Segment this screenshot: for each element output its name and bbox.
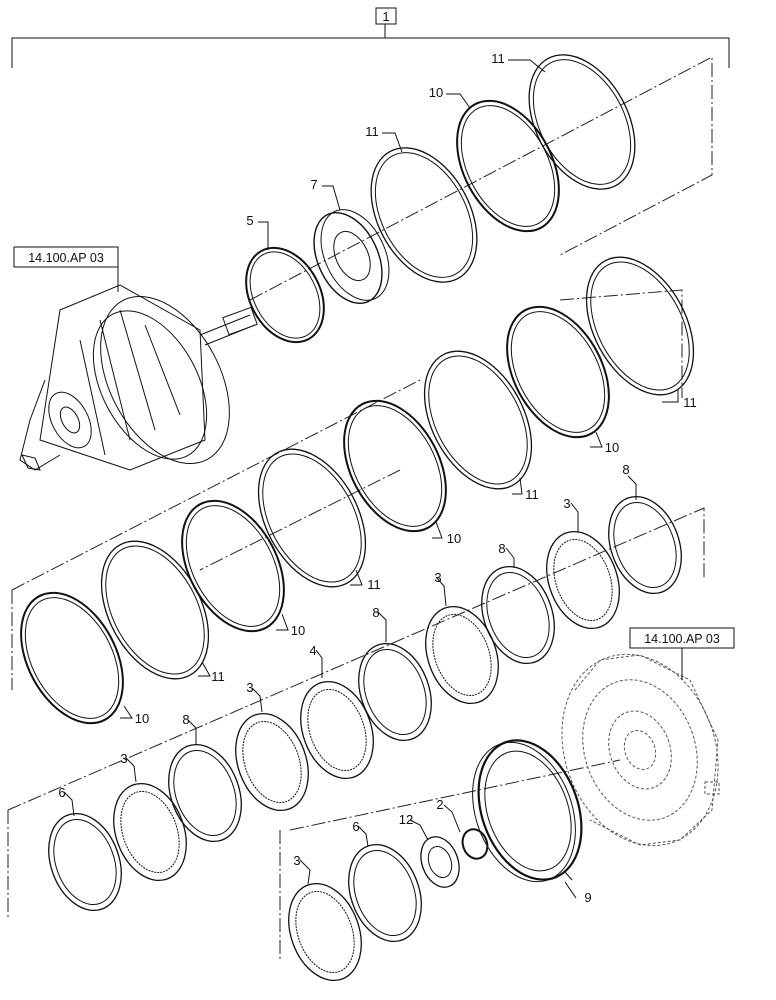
callout-3-a: 3 <box>563 496 570 511</box>
reference-label-bottom: 14.100.AP 03 <box>644 632 720 646</box>
part-10-disc-row3-b <box>181 499 285 633</box>
part-4-disc <box>300 680 374 780</box>
callout-3-b: 3 <box>434 570 441 585</box>
callout-4: 4 <box>309 643 316 658</box>
reference-label-top: 14.100.AP 03 <box>28 251 104 265</box>
part-7-piston <box>313 209 390 305</box>
callout-10-right2: 10 <box>447 531 461 546</box>
part-6-plate-bottom <box>348 843 422 943</box>
callout-6-b: 6 <box>352 819 359 834</box>
callout-8-c: 8 <box>372 605 379 620</box>
callout-5: 5 <box>246 213 253 228</box>
reference-housing-top: 14.100.AP 03 <box>13 246 119 292</box>
callout-10-top: 10 <box>429 85 443 100</box>
part-2-retaining-ring <box>461 828 489 860</box>
callout-11-left: 11 <box>211 669 225 684</box>
part-10-disc-row2-b <box>506 305 610 439</box>
callout-11-right3: 11 <box>367 577 381 592</box>
callout-8-b: 8 <box>498 541 505 556</box>
part-10-disc-row3-a <box>20 591 124 725</box>
callout-11-mid: 11 <box>365 124 379 139</box>
part-3-disc-row4-a <box>235 712 309 812</box>
leader-lines <box>63 59 679 885</box>
callout-8-d: 8 <box>182 712 189 727</box>
callout-12: 12 <box>399 812 413 827</box>
part-10-disc-row2-a <box>343 399 447 533</box>
part-10-disc-top-row <box>456 99 560 233</box>
callout-11-right2: 11 <box>525 487 539 502</box>
part-8-plate-row4-c <box>481 565 555 665</box>
part-5-snap-ring <box>245 246 325 344</box>
part-11-plate-row3 <box>100 540 210 680</box>
part-8-plate-row4-b <box>358 642 432 742</box>
callouts: 11 10 11 7 5 11 10 11 10 11 10 11 10 8 3… <box>58 51 696 905</box>
part-11-plate-top-row-b <box>528 54 636 190</box>
clutch-carrier-housing <box>561 653 720 847</box>
part-8-plate-row4-d <box>608 495 682 595</box>
part-9-backing-plate <box>472 739 583 883</box>
callout-3-e: 3 <box>293 853 300 868</box>
reference-housing-bottom: 14.100.AP 03 <box>629 627 735 680</box>
part-3-disc-bottom <box>288 882 362 982</box>
callout-10-right: 10 <box>605 440 619 455</box>
part-11-plate-row2-b <box>423 350 533 490</box>
part-3-disc-row5 <box>113 782 187 882</box>
part-11-plate-top-row-a <box>370 147 478 283</box>
callout-11-right: 11 <box>683 395 697 410</box>
callout-2: 2 <box>436 797 443 812</box>
part-11-plate-row2-a <box>257 448 367 588</box>
assembly-number: 1 <box>382 9 389 24</box>
callout-11-top: 11 <box>491 51 505 66</box>
callout-10-left: 10 <box>291 623 305 638</box>
callout-8-a: 8 <box>622 462 629 477</box>
assembly-bracket: 1 <box>11 7 730 68</box>
callout-6-a: 6 <box>58 785 65 800</box>
callout-7: 7 <box>310 177 317 192</box>
part-8-plate-row4-a <box>168 743 242 843</box>
piston-housing-assembly <box>19 284 258 471</box>
callout-3-d: 3 <box>120 751 127 766</box>
callout-9: 9 <box>584 890 591 905</box>
part-3-disc-row4-b <box>425 605 499 705</box>
part-11-plate-row2-c <box>585 256 695 396</box>
part-6-plate-row5 <box>48 812 122 912</box>
part-3-disc-row4-c <box>546 530 620 630</box>
callout-3-c: 3 <box>246 680 253 695</box>
part-12-washer <box>420 836 460 888</box>
callout-10-left2: 10 <box>135 711 149 726</box>
